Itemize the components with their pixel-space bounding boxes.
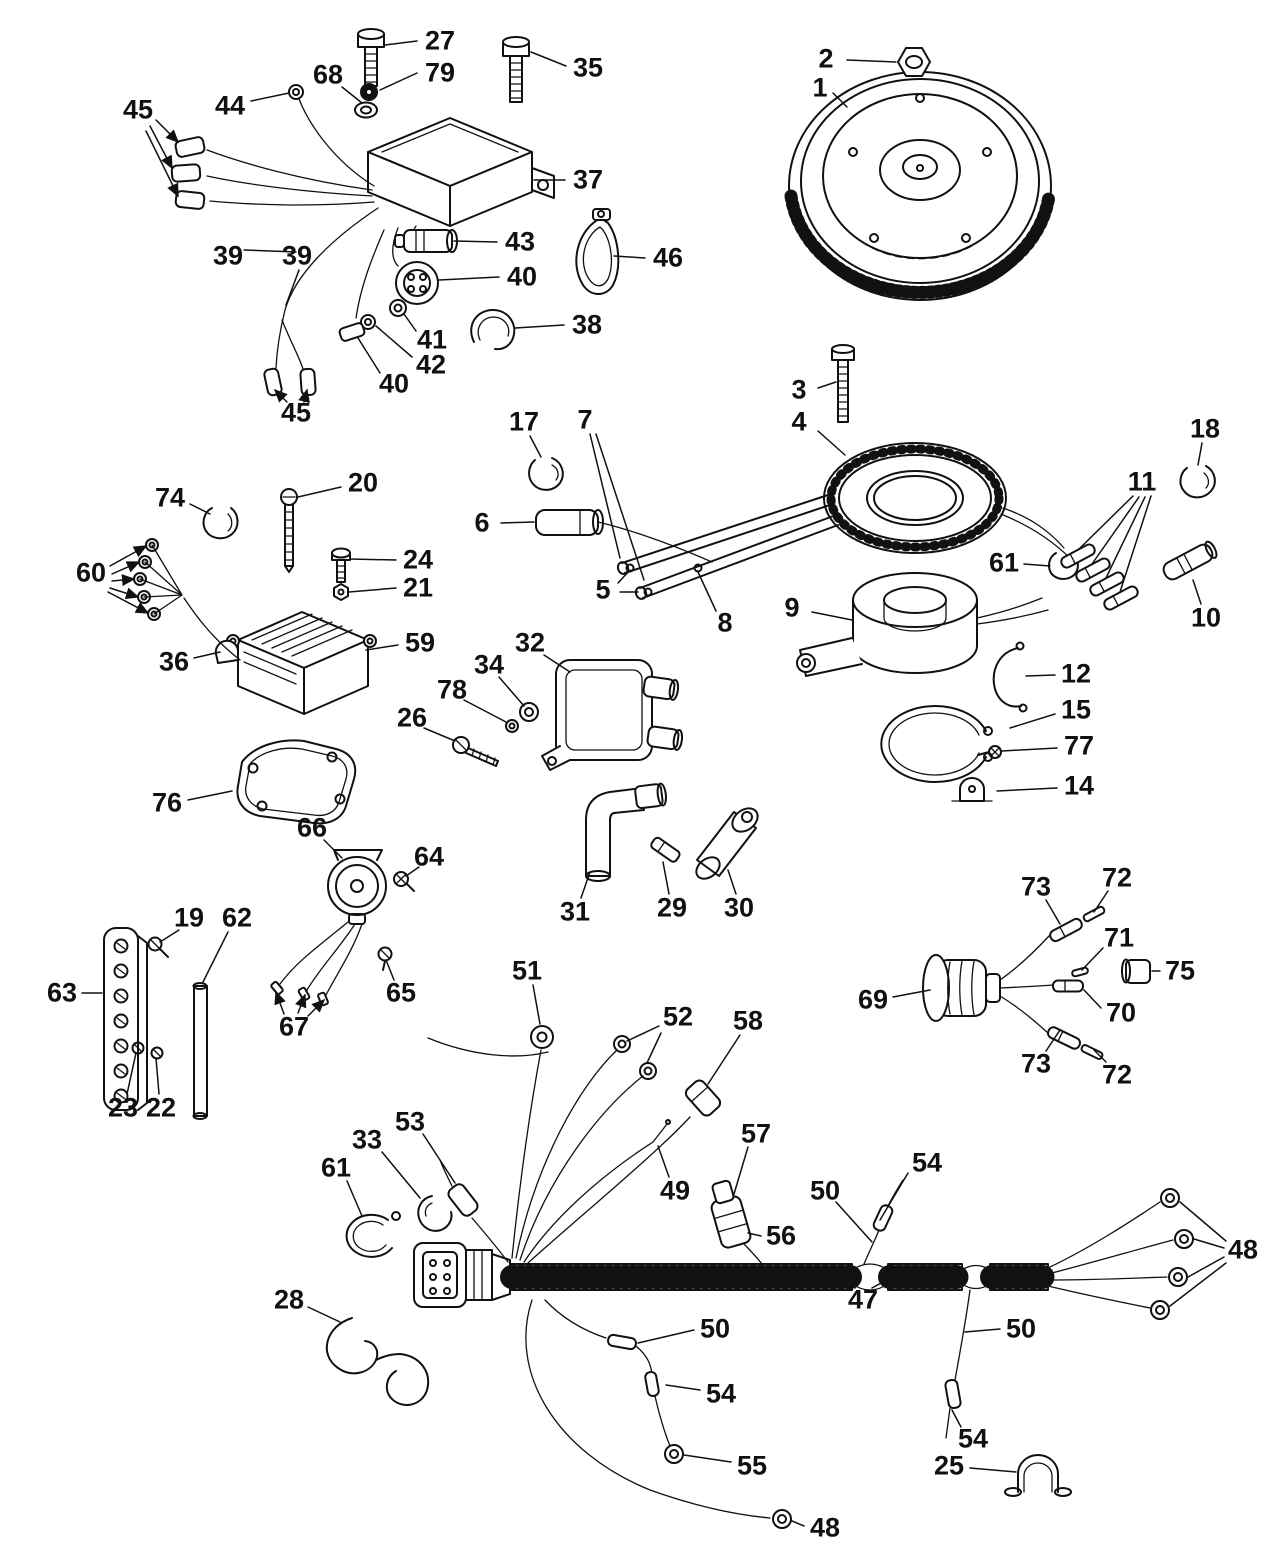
charge-coil-9-drawing — [796, 572, 1049, 677]
clip-74-drawing — [202, 507, 239, 540]
screw-19-drawing — [147, 936, 169, 958]
solenoid-wires-67-drawing — [270, 921, 363, 1007]
sleeve-62-drawing — [192, 982, 208, 1120]
connector-43-drawing — [394, 229, 458, 253]
plug-boot-31-drawing — [585, 782, 667, 882]
terminal-29-drawing — [650, 836, 681, 863]
washers-34-78-drawing — [505, 702, 539, 733]
screw-26-drawing — [452, 736, 499, 767]
gasket-76-drawing — [236, 739, 357, 825]
clip-18-drawing — [1179, 465, 1216, 499]
screw-64-drawing — [393, 871, 415, 892]
power-pack-drawing — [367, 117, 555, 227]
clip-17-drawing — [528, 457, 564, 491]
ignition-coil-32-drawing — [541, 659, 684, 771]
connectors-11-10-drawing — [1060, 540, 1218, 611]
leader-lines-layer — [81, 40, 1227, 1527]
harness-drawing — [413, 1025, 1194, 1529]
retaining-ring-15-drawing — [880, 705, 993, 783]
wire-loop-12-drawing — [992, 641, 1028, 713]
screw-20-drawing — [280, 488, 298, 573]
screw-65-drawing — [377, 946, 393, 971]
screw-77-drawing — [977, 745, 1002, 759]
bolt-27-drawing — [357, 28, 385, 87]
grommet-68-drawing — [354, 101, 378, 119]
screw-24-nut-21-drawing — [331, 547, 351, 601]
sensor-6-drawing — [535, 509, 713, 563]
bolt-3-drawing — [831, 344, 855, 423]
regulator-59-drawing — [226, 611, 377, 715]
plug-boot-30-drawing — [695, 807, 759, 880]
solenoid-66-drawing — [327, 849, 387, 925]
star-washer-79-drawing — [360, 83, 378, 101]
terminals-70-75-drawing — [1046, 905, 1151, 1060]
connector-40-drawing — [395, 261, 439, 305]
clip-28-drawing — [325, 1317, 430, 1406]
stator-drawing — [823, 442, 1073, 561]
flywheel-drawing — [784, 71, 1056, 301]
connector-69-drawing — [922, 935, 1055, 1035]
washers-41-42-40-drawing — [338, 299, 407, 342]
cable-clamp-46-drawing — [575, 208, 620, 295]
clamp-14-drawing — [951, 777, 993, 802]
sensor-rods-5-7-drawing — [616, 494, 839, 600]
flywheel-nut-drawing — [897, 47, 931, 77]
clip-33-drawing — [417, 1195, 453, 1232]
ring-61-lower-drawing — [345, 1211, 401, 1258]
clip-38-drawing — [470, 309, 516, 351]
screws-22-23-drawing — [131, 1041, 164, 1060]
clamp-36-drawing — [214, 639, 239, 664]
clip-61-upper-drawing — [1047, 552, 1079, 580]
clamp-25-drawing — [1004, 1454, 1072, 1497]
bolt-35-drawing — [502, 36, 530, 103]
power-pack-wires-drawing — [170, 84, 417, 397]
terminal-strip-63-drawing — [103, 927, 148, 1111]
